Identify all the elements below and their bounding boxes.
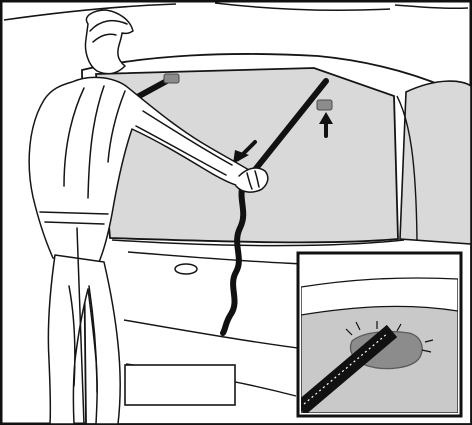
inset-detail-panel xyxy=(298,253,461,416)
right-clip xyxy=(317,100,332,110)
left-clip xyxy=(164,74,179,83)
plate-recess xyxy=(125,365,235,405)
side-window xyxy=(400,81,471,244)
badge xyxy=(175,264,197,274)
